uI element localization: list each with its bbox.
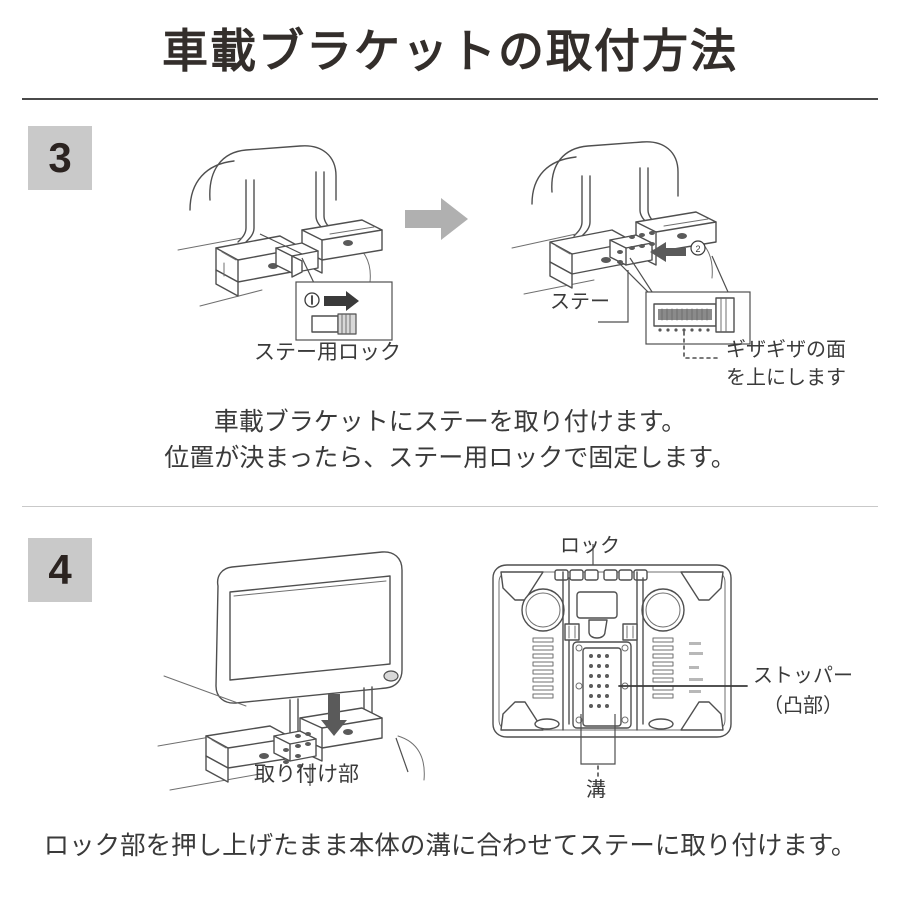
arrow-right-icon (405, 198, 468, 240)
label-serrated-note-line2: を上にします (726, 367, 846, 389)
svg-text:2: 2 (695, 244, 700, 254)
step4-description-line-1: ロック部を押し上げたまま本体の溝に合わせてステーに取り付けます。 (43, 832, 857, 860)
label-stopper-line1: ストッパー (753, 665, 853, 687)
step3-left-illustration: ステー用ロック (150, 130, 420, 364)
page-title: 車載ブラケットの取付方法 (162, 25, 738, 77)
label-stopper-line2: （凸部） (763, 695, 843, 717)
section-divider (22, 506, 878, 507)
step4-left-illustration: 取り付け部 (150, 540, 440, 800)
step3-right-illustration: 2 ステー ギザギザの面 を上にします (490, 130, 846, 389)
step-badge-3: 3 (28, 126, 92, 190)
title-divider (22, 98, 878, 100)
bracket-stay-lock-drawing (177, 145, 393, 341)
label-mounting-part: 取り付け部 (254, 763, 359, 786)
label-stay-lock: ステー用ロック (254, 341, 401, 364)
label-groove: 溝 (586, 779, 606, 801)
page-title-area: 車載ブラケットの取付方法 (0, 0, 900, 96)
step3-description: 車載ブラケットにステーを取り付けます。 位置が決まったら、ステー用ロックで固定し… (0, 404, 900, 477)
step3-description-line-2: 位置が決まったら、ステー用ロックで固定します。 (164, 444, 736, 473)
step4-right-illustration: ロック ストッパー （凸部） 溝 (485, 535, 853, 801)
unit-rear-view-drawing (492, 544, 748, 779)
transition-arrow (405, 196, 469, 242)
bracket-stay-inserted-drawing: 2 (511, 141, 751, 359)
label-lock: ロック (560, 535, 620, 557)
step-badge-4: 4 (28, 538, 92, 602)
monitor-mounting-drawing (157, 551, 425, 791)
step4-description: ロック部を押し上げたまま本体の溝に合わせてステーに取り付けます。 (0, 828, 900, 865)
step3-description-line-1: 車載ブラケットにステーを取り付けます。 (213, 408, 687, 436)
label-serrated-note-line1: ギザギザの面 (726, 339, 846, 361)
label-stay: ステー (550, 291, 610, 313)
